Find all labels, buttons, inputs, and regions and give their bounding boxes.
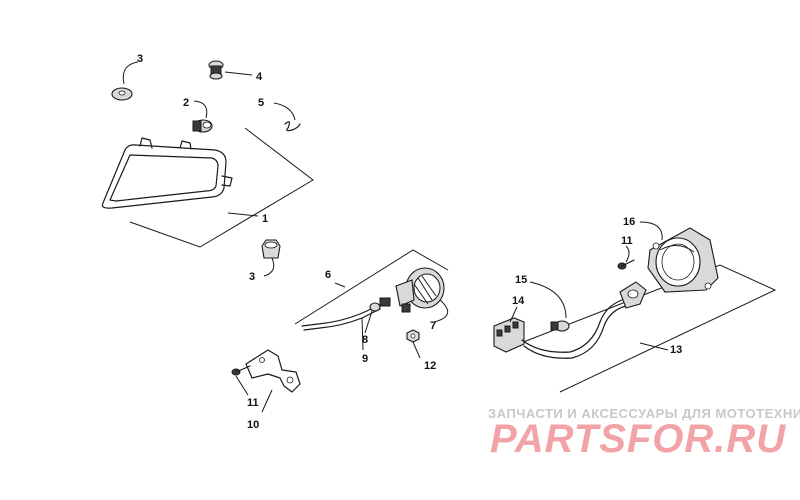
hex-nut [406, 329, 421, 359]
watermark-brand: PARTSFOR.RU [490, 417, 786, 461]
callout-9: 9 [362, 353, 368, 365]
fog-lamp-wiring [301, 297, 391, 351]
callout-11-right: 11 [621, 235, 633, 247]
callout-6: 6 [325, 269, 331, 281]
rubber-boot [261, 239, 281, 277]
wiring-harness [493, 281, 647, 359]
callout-1: 1 [262, 213, 268, 225]
callout-11-left: 11 [247, 397, 259, 409]
aux-lamp-group-bracket [502, 264, 777, 393]
fog-lamp-housing [395, 267, 449, 323]
spring-clip [273, 102, 301, 132]
callout-13: 13 [670, 344, 682, 356]
screw-left [231, 365, 251, 396]
callout-3-bottom: 3 [249, 271, 255, 283]
callout-15: 15 [515, 274, 527, 286]
callout-labels: 1 2 3 3 4 5 6 7 8 9 10 11 11 12 13 14 15… [137, 53, 682, 431]
callout-10: 10 [247, 419, 259, 431]
headlight-group-bracket [129, 127, 314, 248]
foglight-group-bracket [294, 249, 449, 325]
grommet-top [111, 61, 139, 101]
aux-bulb [529, 281, 570, 332]
callout-12: 12 [424, 360, 436, 372]
aux-lamp [639, 221, 719, 293]
headlight-lens [101, 137, 233, 209]
callout-3-top: 3 [137, 53, 143, 65]
callout-7: 7 [430, 320, 436, 332]
headlight-bulb [192, 100, 213, 133]
callout-16: 16 [623, 216, 635, 228]
screw-right [617, 245, 635, 270]
bulb-socket [208, 60, 253, 80]
callout-5: 5 [258, 97, 264, 109]
watermark: ЗАПЧАСТИ И АКСЕССУАРЫ ДЛЯ МОТОТЕХНИКИ PA… [488, 406, 800, 461]
callout-4: 4 [256, 71, 263, 83]
callout-8: 8 [362, 334, 368, 346]
callout-2: 2 [183, 97, 189, 109]
watermark-tagline: ЗАПЧАСТИ И АКСЕССУАРЫ ДЛЯ МОТОТЕХНИКИ [488, 406, 800, 421]
callout-14: 14 [512, 295, 525, 307]
mounting-bracket [245, 349, 301, 413]
